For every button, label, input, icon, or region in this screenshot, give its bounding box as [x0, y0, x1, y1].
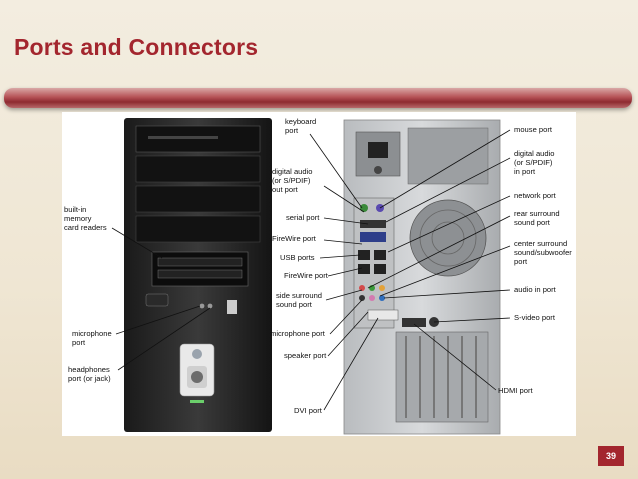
pc-ports-figure: keyboard port digital audio (or S/PDIF) … [62, 112, 576, 436]
front-tower-image [124, 118, 272, 432]
label-rear-surround: rear surround sound port [514, 209, 562, 227]
rear-tower-image [343, 119, 501, 435]
label-microphone-port-rear: microphone port [270, 329, 326, 338]
label-mouse-port: mouse port [514, 125, 553, 134]
label-audio-in-port: audio in port [514, 285, 557, 294]
slide-title: Ports and Connectors [14, 34, 259, 60]
label-memory-card-readers: built-in memory card readers [64, 205, 107, 232]
label-digital-audio-in: digital audio (or S/PDIF) in port [514, 149, 557, 176]
label-speaker-port: speaker port [284, 351, 327, 360]
label-network-port: network port [514, 191, 557, 200]
page-number-badge: 39 [598, 446, 624, 466]
label-hdmi-port: HDMI port [498, 386, 533, 395]
label-keyboard-port: keyboard port [285, 117, 318, 135]
port-labels: keyboard port digital audio (or S/PDIF) … [64, 117, 574, 415]
title-divider-bar [4, 88, 632, 108]
label-digital-audio-out: digital audio (or S/PDIF) out port [272, 167, 315, 194]
label-serial-port: serial port [286, 213, 320, 222]
label-headphones: headphones port (or jack) [68, 365, 112, 383]
label-svideo-port: S-video port [514, 313, 556, 322]
label-usb-ports: USB ports [280, 253, 315, 262]
label-side-surround: side surround sound port [276, 291, 324, 309]
callout-lines [111, 129, 511, 411]
label-microphone-front: microphone port [72, 329, 114, 347]
label-firewire-port-1: FireWire port [272, 234, 317, 243]
label-firewire-port-2: FireWire port [284, 271, 329, 280]
label-dvi-port: DVI port [294, 406, 323, 415]
label-center-surround: center surround sound/subwoofer port [514, 239, 574, 266]
